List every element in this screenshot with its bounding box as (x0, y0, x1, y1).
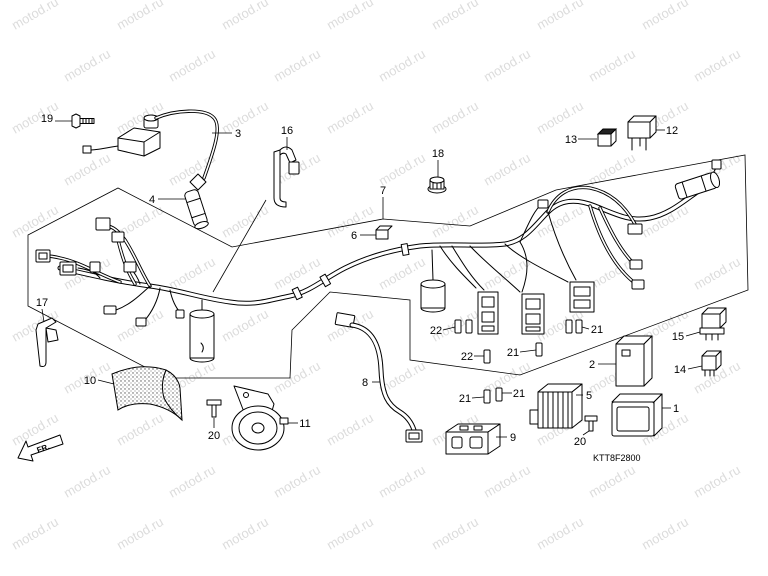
callout-22a: 22 (430, 325, 442, 337)
callout-labels: 19 3 16 4 7 18 13 12 6 17 22 22 21 21 15… (36, 113, 686, 448)
callout-13: 13 (565, 134, 577, 146)
leader-line-22a (442, 326, 456, 331)
relay-box-2 (615, 335, 653, 387)
callout-10: 10 (84, 375, 96, 387)
relay-15 (699, 307, 727, 341)
bolt-20-left (206, 399, 222, 418)
right-harness-connectors (537, 159, 722, 290)
callout-3: 3 (235, 128, 241, 140)
callout-21b: 21 (591, 324, 603, 336)
callout-20b: 20 (574, 436, 586, 448)
callout-17: 17 (36, 297, 48, 309)
bolt-20-right (584, 415, 598, 432)
front-direction-label: FR. (36, 442, 51, 455)
fuel-pump-cylinder (674, 171, 721, 200)
leader-lines (41, 120, 703, 438)
front-direction-arrow: FR. (17, 434, 64, 462)
callout-18: 18 (432, 148, 444, 160)
callout-21a: 21 (507, 347, 519, 359)
spark-plug-cap (184, 173, 209, 230)
relay-14 (701, 350, 722, 377)
callout-4: 4 (149, 194, 155, 206)
callout-15: 15 (672, 331, 684, 343)
callout-16: 16 (281, 125, 293, 137)
clip-reference-line (212, 199, 267, 293)
callout-14: 14 (674, 364, 686, 376)
harness-wrap-sheet-10 (111, 366, 183, 422)
harness-boundary-outline (27, 154, 749, 379)
regulator-rectifier-5 (529, 383, 583, 429)
leader-line-15 (685, 331, 701, 337)
wire-clip-16 (273, 146, 300, 208)
left-harness-connectors (35, 217, 185, 327)
horn (231, 385, 289, 451)
main-wire-harness (44, 167, 717, 321)
harness-clamp-17 (35, 317, 59, 367)
fuses (454, 319, 583, 404)
sub-harness-8 (334, 312, 423, 443)
callout-7: 7 (380, 185, 386, 197)
condenser-center (420, 279, 446, 313)
callout-19: 19 (41, 113, 53, 125)
callout-11: 11 (299, 418, 310, 430)
callout-2: 2 (589, 359, 595, 371)
fuse-holders (477, 281, 595, 335)
callout-8: 8 (362, 377, 368, 389)
callout-5: 5 (586, 390, 592, 402)
leader-line-21a (519, 349, 537, 353)
callout-9: 9 (510, 432, 516, 444)
cdi-unit-1 (611, 393, 663, 437)
leader-line-21c (471, 396, 485, 399)
grommet-18 (427, 176, 447, 194)
callout-21d: 21 (513, 388, 525, 400)
condenser-left (189, 309, 215, 363)
callout-21c: 21 (459, 393, 471, 405)
relay-12 (627, 115, 657, 151)
leader-line-17 (41, 308, 45, 323)
callout-6: 6 (351, 230, 357, 242)
callout-22b: 22 (461, 351, 473, 363)
bolt-19 (71, 113, 95, 129)
fuse-box-9 (445, 423, 501, 455)
callout-20a: 20 (208, 430, 220, 442)
connector-13 (596, 128, 618, 147)
leader-line-20b (582, 430, 590, 436)
callout-1: 1 (673, 403, 679, 415)
ignition-coil (82, 109, 219, 180)
leader-line-10 (97, 379, 115, 385)
diagram-code: KTT8F2800 (593, 453, 641, 463)
leader-line-14 (687, 365, 703, 370)
connector-6 (375, 225, 393, 240)
leader-line-21b (581, 326, 590, 330)
callout-12: 12 (666, 125, 678, 137)
